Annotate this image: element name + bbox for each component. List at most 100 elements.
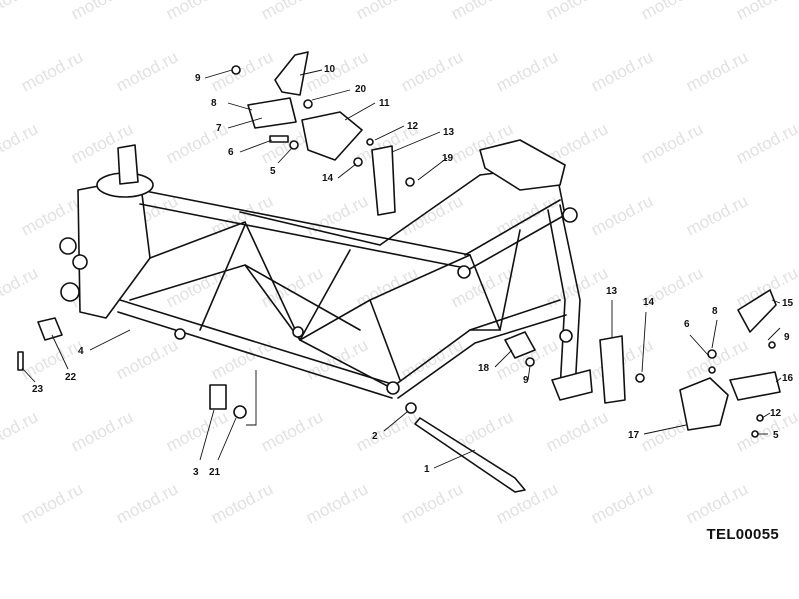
watermark-text: motod.ru [18,479,86,527]
loose-parts [17,317,536,493]
watermark-text: motod.ru [638,0,706,24]
callout-23: 23 [32,384,44,395]
watermark-text: motod.ru [0,0,41,24]
screw-9-right [768,341,776,349]
callout-7: 7 [216,123,222,134]
washer-21 [233,405,247,419]
callout-6-right: 6 [684,319,690,330]
engine-mount-boss-upper [59,237,77,255]
footrest-bracket-left [301,111,363,161]
callout-20: 20 [355,84,367,95]
screw-8-right [707,349,717,359]
watermark-text: motod.ru [208,479,276,527]
frame-rear-truss [469,229,521,331]
callout-1: 1 [424,464,430,475]
bush-2 [405,402,417,414]
footrest-bracket-right [679,377,729,431]
leader-lines [21,69,782,469]
watermark-text: motod.ru [733,407,799,455]
left-footrest-assembly [231,51,415,216]
watermark-text: motod.ru [543,407,611,455]
watermark-text: motod.ru [683,479,751,527]
callout-11: 11 [379,98,390,109]
watermark-text: motod.ru [683,47,751,95]
callout-9-lower: 9 [523,375,529,386]
watermark-text: motod.ru [588,479,656,527]
frame-upper-rail [239,174,481,246]
watermark-text: motod.ru [493,479,561,527]
watermark-text: motod.ru [303,191,371,239]
engine-mount-boss-middle [72,254,88,270]
pin-left [269,135,289,143]
washer-20-top [303,99,313,109]
watermark-text: motod.ru [113,47,181,95]
watermark-text: motod.ru [258,407,326,455]
plate-22 [37,317,63,341]
spacer-3 [209,384,227,410]
watermark-text: motod.ru [353,0,421,24]
callout-5-right: 5 [773,430,779,441]
callout-15: 15 [782,298,794,309]
callout-12: 12 [407,121,419,132]
frame-rear-upright [547,204,581,391]
callout-13-right: 13 [606,286,618,297]
watermark-text: motod.ru [208,47,276,95]
watermark-text: motod.ru [683,335,751,383]
callout-21: 21 [209,467,221,478]
watermark-text: motod.ru [493,47,561,95]
bush-19 [405,177,415,187]
watermark-text: motod.ru [258,0,326,24]
watermark-text: motod.ru [68,0,136,24]
footpeg-left [247,97,297,129]
watermark-text: motod.ru [0,263,41,311]
callout-3: 3 [193,467,199,478]
callout-8: 8 [211,98,217,109]
watermark-text: motod.ru [638,119,706,167]
pin-6-right [708,366,716,374]
callout-22: 22 [65,372,77,383]
watermark-text: motod.ru [448,0,516,24]
callout-4: 4 [78,346,84,357]
plate-13-left [371,145,396,216]
screw-9-top [231,65,241,75]
swingarm-pivot-shaft [414,417,526,493]
clamp-18 [504,331,536,359]
frame-boss-5 [559,329,573,343]
callout-16: 16 [782,373,794,384]
watermark-text: motod.ru [353,407,421,455]
callout-9: 9 [195,73,201,84]
watermark-text: motod.ru [163,0,231,24]
right-footrest-assembly [599,289,781,438]
callout-19: 19 [442,153,454,164]
frame-boss-2 [292,326,304,338]
rear-subframe-mount [479,139,566,191]
watermark-text: motod.ru [588,191,656,239]
callout-13: 13 [443,127,455,138]
heel-guard-right [737,289,777,333]
frame-upper-tube-left [139,189,471,269]
callout-10: 10 [324,64,336,75]
watermark-text: motod.ru [398,479,466,527]
screw-23 [17,351,24,371]
watermark-text: motod.ru [543,0,611,24]
callout-5: 5 [270,166,276,177]
steering-head-pipe [117,144,139,185]
watermark-text: motod.ru [0,407,41,455]
callout-18: 18 [478,363,490,374]
callout-14-right: 14 [643,297,655,308]
frame-rear-foot [551,369,593,401]
frame-boss-1 [174,328,186,340]
watermark-text: motod.ru [208,335,276,383]
frame-lower-tube [117,299,396,399]
callout-8-right: 8 [712,306,718,317]
frame-boss-4 [457,265,471,279]
watermark-text: motod.ru [0,119,41,167]
watermark-text: motod.ru [733,0,799,24]
watermark-text: motod.ru [683,191,751,239]
watermark-text: motod.ru [113,479,181,527]
frame-upper-tube-right [464,199,566,271]
callout-14: 14 [322,173,334,184]
frame-truss-diagonals [199,224,401,391]
watermark-text: motod.ru [68,407,136,455]
